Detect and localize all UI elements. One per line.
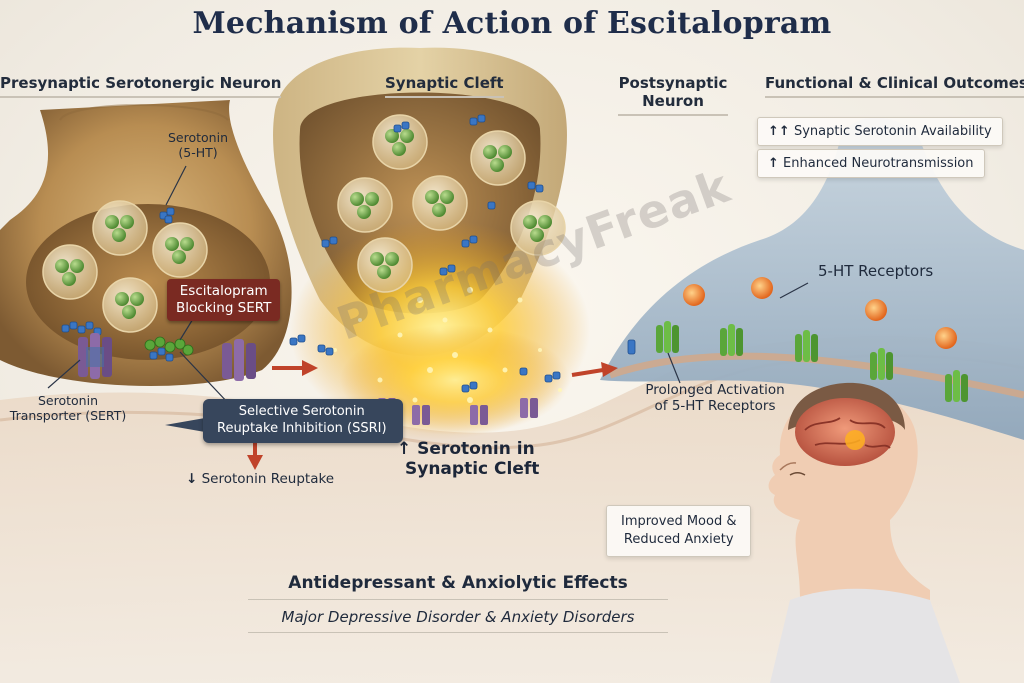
flow-arrows	[247, 360, 618, 470]
outcome-neurotransmission: ↑ Enhanced Neurotransmission	[757, 149, 985, 178]
serotonin-molecules	[61, 114, 636, 393]
signal-spheres	[683, 277, 957, 349]
label-reuptake: ↓ Serotonin Reuptake	[186, 471, 334, 487]
down-arrow-icon: ↓	[186, 471, 198, 487]
label-cleft-serotonin-line2: Synaptic Cleft	[405, 458, 540, 479]
ssri-label: Selective Serotonin Reuptake Inhibition …	[203, 399, 403, 443]
label-prolonged-line1: Prolonged Activation	[645, 382, 785, 398]
up-arrow-icon: ↑	[768, 156, 779, 171]
effects-subtitle: Major Depressive Disorder & Anxiety Diso…	[248, 600, 668, 633]
ssri-line1: Selective Serotonin	[238, 404, 365, 419]
label-sert-line1: Serotonin	[37, 393, 98, 408]
header-postsynaptic-line1: Postsynaptic	[618, 74, 728, 92]
person-illustration	[768, 382, 960, 683]
outcome-neurotransmission-text: Enhanced Neurotransmission	[783, 156, 974, 171]
outcome-availability: ↑↑ Synaptic Serotonin Availability	[757, 117, 1003, 146]
effects-panel: Antidepressant & Anxiolytic Effects Majo…	[248, 573, 668, 633]
header-synaptic-cleft: Synaptic Cleft	[385, 74, 504, 98]
label-reuptake-text: Serotonin Reuptake	[201, 471, 335, 487]
header-postsynaptic-line2: Neuron	[642, 92, 704, 110]
up-arrow-icon-cleft: ↑	[397, 439, 412, 459]
vesicles-left	[42, 200, 208, 333]
header-presynaptic: Presynaptic Serotonergic Neuron	[0, 74, 282, 98]
label-prolonged: Prolonged Activation of 5-HT Receptors	[640, 382, 790, 414]
page-title: Mechanism of Action of Escitalopram	[192, 6, 832, 41]
effects-title: Antidepressant & Anxiolytic Effects	[248, 573, 668, 600]
double-up-arrow-icon: ↑↑	[768, 124, 790, 139]
mood-line1: Improved Mood &	[621, 514, 737, 529]
outcome-availability-text: Synaptic Serotonin Availability	[793, 124, 992, 139]
header-outcomes: Functional & Clinical Outcomes	[765, 74, 1024, 98]
label-serotonin-line1: Serotonin	[168, 130, 229, 145]
label-serotonin-line2: (5-HT)	[178, 145, 218, 160]
escitalopram-label: Escitalopram Blocking SERT	[167, 279, 281, 321]
ssri-line2: Reuptake Inhibition (SSRI)	[217, 420, 387, 436]
mood-line2: Reduced Anxiety	[623, 532, 734, 548]
label-sert-line2: Transporter (SERT)	[9, 408, 127, 423]
label-cleft-serotonin: ↑ Serotonin in Synaptic Cleft	[397, 439, 540, 479]
5ht-receptors	[656, 321, 968, 402]
mood-outcome-box: Improved Mood & Reduced Anxiety	[606, 505, 752, 558]
label-cleft-serotonin-line1: Serotonin in	[417, 439, 535, 459]
label-prolonged-line2: of 5-HT Receptors	[654, 398, 776, 415]
label-5ht-receptors: 5-HT Receptors	[818, 262, 934, 280]
escitalopram-line1: Escitalopram	[179, 283, 268, 299]
label-serotonin: Serotonin (5-HT)	[168, 130, 228, 160]
label-sert: Serotonin Transporter (SERT)	[8, 393, 128, 423]
sert-transporters	[78, 333, 538, 425]
header-postsynaptic: Postsynaptic Neuron	[618, 74, 728, 116]
vesicles-center	[337, 114, 566, 293]
escitalopram-line2: Blocking SERT	[176, 299, 272, 316]
